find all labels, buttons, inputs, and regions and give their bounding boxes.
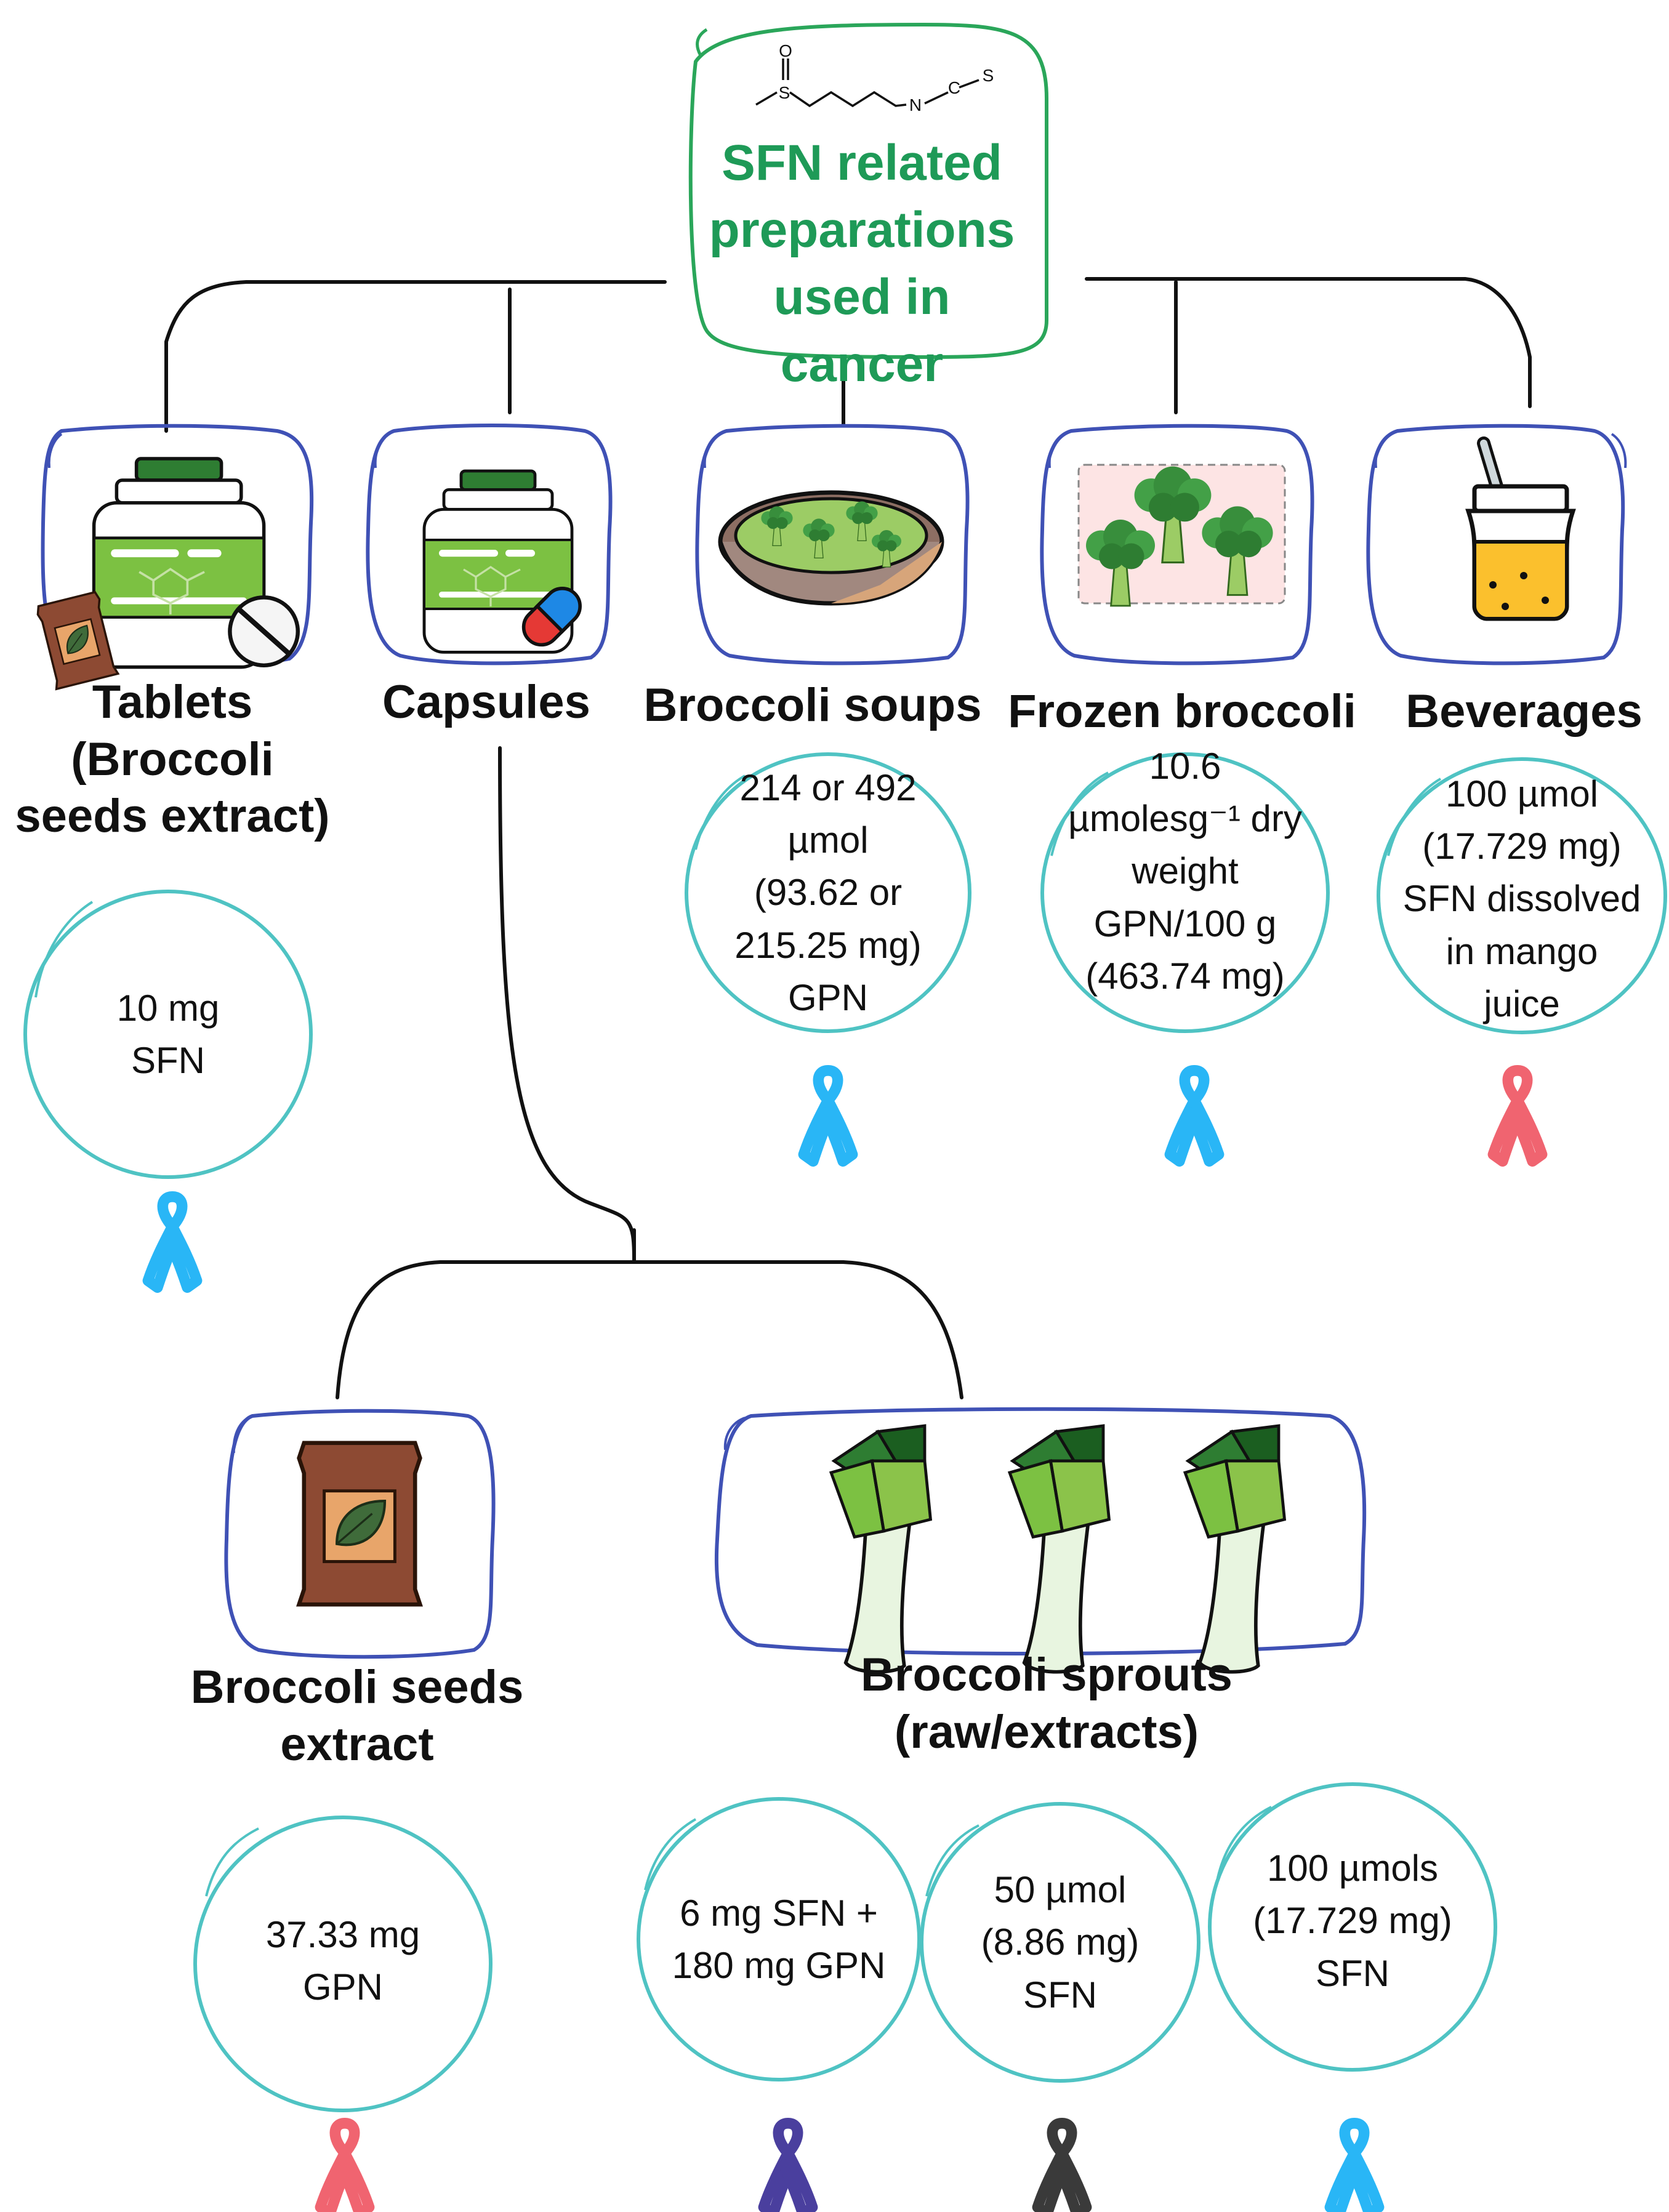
beverages-label: Beverages	[1379, 683, 1669, 741]
diagram-title: SFN related preparations used in cancer	[696, 129, 1028, 398]
tablets-label-line-1: Tablets	[92, 676, 253, 728]
ribbon-icon-beverages	[1493, 1071, 1542, 1161]
seeds-box	[224, 1409, 496, 1659]
capsules-label-line-1: Capsules	[382, 676, 590, 728]
seeds-dose: 37.33 mg GPN	[207, 1832, 478, 2090]
ribbon-icon-sprouts-2	[1037, 2123, 1086, 2212]
tablets-box	[41, 424, 314, 668]
tablets-label-line-2: (Broccoli	[71, 733, 274, 786]
soups-dose-line-5: GPN	[787, 976, 868, 1018]
frozen-dose: 10.6 µmolesg⁻¹ dry weight GPN/100 g (463…	[1044, 723, 1327, 1019]
capsules-label: Capsules	[357, 674, 616, 731]
sprouts-dose-2: 50 µmol (8.86 mg) SFN	[931, 1813, 1189, 2072]
title-line-1: SFN related	[722, 135, 1002, 191]
soup-bowl-icon	[718, 490, 944, 606]
ribbon-icon-sprouts-1	[763, 2123, 812, 2212]
seeds-dose-line-2: GPN	[302, 1966, 383, 2008]
ribbon-icon-tablets	[148, 1197, 196, 1287]
soups-dose-line-2: µmol	[787, 819, 869, 861]
beverages-label-line-1: Beverages	[1406, 685, 1643, 738]
sprouts-dose-2-line-2: (8.86 mg)	[981, 1921, 1140, 1963]
soups-dose-line-3: (93.62 or	[754, 872, 903, 914]
sprouts-dose-1: 6 mg SFN + 180 mg GPN	[643, 1810, 914, 2069]
juice-jar-icon	[1465, 436, 1576, 621]
tablets-dose: 10 mg SFN	[39, 905, 297, 1164]
sprouts-label: Broccoli sprouts (raw/extracts)	[819, 1647, 1274, 1761]
capsules-box	[366, 424, 613, 666]
pill-bottle-no-icon	[94, 459, 300, 667]
ribbon-icon-soups	[803, 1071, 852, 1161]
sprouts-dose-3-line-1: 100 µmols	[1266, 1848, 1439, 1889]
pill-bottle-capsule-icon	[424, 471, 582, 652]
dose-circle-sprouts-1	[637, 1797, 921, 2081]
title-line-2: preparations	[709, 202, 1015, 259]
soups-dose: 214 or 492 µmol (93.62 or 215.25 mg) GPN	[699, 763, 957, 1022]
atom-C: C	[948, 78, 960, 97]
frozen-dose-line-1: 10.6	[1149, 746, 1221, 787]
soups-label-line-1: Broccoli soups	[643, 679, 982, 731]
beverages-dose-line-3: SFN dissolved	[1402, 878, 1641, 920]
beverages-dose-line-4: in mango	[1446, 930, 1598, 972]
sprouts-box	[714, 1407, 1367, 1656]
dose-circle-seeds	[193, 1816, 493, 2112]
ribbon-icon-seeds	[320, 2123, 369, 2212]
atom-O: O	[779, 41, 792, 60]
sprouts-label-line-1: Broccoli sprouts	[861, 1649, 1233, 1701]
dose-circle-sprouts-3	[1208, 1782, 1497, 2072]
sprouts-icon	[831, 1426, 1285, 1672]
broccoli-icon	[1077, 464, 1286, 607]
beverages-dose-line-2: (17.729 mg)	[1422, 826, 1622, 867]
dose-circle-sprouts-2	[920, 1802, 1200, 2083]
seeds-label-line-2: extract	[280, 1718, 434, 1771]
ribbon-icon-sprouts-3	[1330, 2123, 1378, 2212]
sprouts-dose-3-line-3: SFN	[1316, 1952, 1389, 1994]
title-line-3: used in cancer	[773, 269, 951, 393]
sprouts-dose-1-line-2: 180 mg GPN	[672, 1945, 886, 1986]
beverages-box	[1366, 424, 1625, 666]
soups-dose-line-4: 215.25 mg)	[734, 924, 922, 966]
title-box	[688, 22, 1048, 360]
soups-dose-line-1: 214 or 492	[739, 767, 917, 809]
soups-box	[695, 424, 970, 666]
atom-N: N	[909, 95, 922, 115]
beverages-dose-line-5: juice	[1484, 983, 1560, 1024]
connector-lines	[164, 277, 1532, 1399]
beverages-dose-line-1: 100 µmol	[1445, 773, 1599, 815]
atom-S1: S	[779, 83, 790, 102]
dose-circle-soups	[685, 752, 971, 1033]
frozen-dose-line-3: weight	[1132, 850, 1239, 892]
sprouts-dose-2-line-1: 50 µmol	[994, 1869, 1127, 1911]
dose-circle-beverages	[1377, 757, 1667, 1034]
seed-pack-icon-large	[299, 1443, 420, 1604]
sprouts-dose-3-line-2: (17.729 mg)	[1253, 1900, 1452, 1942]
sulforaphane-structure	[755, 58, 979, 108]
sprouts-dose-3: 100 µmols (17.729 mg) SFN	[1217, 1792, 1488, 2050]
dose-circle-tablets	[23, 890, 313, 1179]
beverages-dose: 100 µmol (17.729 mg) SFN dissolved in ma…	[1379, 757, 1665, 1040]
frozen-label: Frozen broccoli	[997, 683, 1367, 741]
frozen-box	[1040, 424, 1314, 666]
sprouts-dose-2-line-3: SFN	[1023, 1974, 1097, 2016]
frozen-dose-line-2: µmolesg⁻¹ dry	[1068, 798, 1302, 840]
tablets-dose-line-2: SFN	[131, 1040, 205, 1081]
frozen-dose-line-4: GPN/100 g	[1093, 903, 1277, 944]
frozen-dose-line-5: (463.74 mg)	[1085, 955, 1285, 997]
seeds-label-line-1: Broccoli seeds	[190, 1661, 524, 1713]
seeds-label: Broccoli seeds extract	[160, 1659, 554, 1773]
seeds-dose-line-1: 37.33 mg	[265, 1913, 420, 1955]
soups-label: Broccoli soups	[628, 677, 997, 734]
frozen-label-line-1: Frozen broccoli	[1008, 685, 1356, 738]
dose-circle-frozen	[1040, 752, 1330, 1033]
sprouts-label-line-2: (raw/extracts)	[894, 1705, 1199, 1758]
ribbon-icon-frozen	[1170, 1071, 1218, 1161]
atom-S2: S	[983, 66, 994, 85]
sprouts-dose-1-line-1: 6 mg SFN +	[680, 1892, 878, 1934]
tablets-label: Tablets (Broccoli seeds extract)	[0, 674, 345, 845]
tablets-dose-line-1: 10 mg	[116, 987, 220, 1029]
tablets-label-line-3: seeds extract)	[15, 790, 330, 843]
